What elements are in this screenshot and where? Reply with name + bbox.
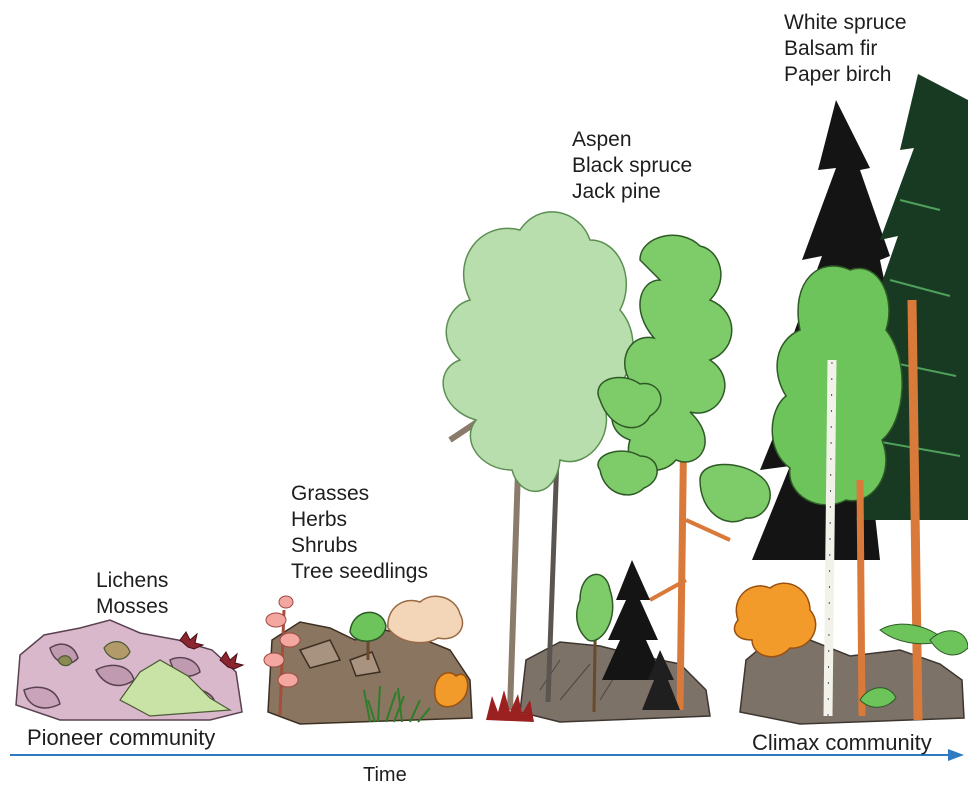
stage-1-species: Lichens (96, 568, 168, 594)
stage-4-species-list: White spruce Balsam fir Paper birch (784, 10, 907, 88)
stage-2-species: Tree seedlings (291, 559, 428, 585)
stage-3-species: Aspen (572, 127, 692, 153)
stage-3-species-list: Aspen Black spruce Jack pine (572, 127, 692, 205)
stage-3-species: Black spruce (572, 153, 692, 179)
autumn-shrub (734, 583, 815, 656)
climax-community-label: Climax community (752, 730, 932, 756)
tan-shrub (388, 596, 463, 642)
stage-2-species: Grasses (291, 481, 428, 507)
stage-1-species: Mosses (96, 594, 168, 620)
stage-4-species: White spruce (784, 10, 907, 36)
stage-4-species: Balsam fir (784, 36, 907, 62)
stage-2-species: Herbs (291, 507, 428, 533)
pioneer-community-label: Pioneer community (27, 725, 215, 751)
stage-2-species-list: Grasses Herbs Shrubs Tree seedlings (291, 481, 428, 585)
stage-4-species: Paper birch (784, 62, 907, 88)
stage-1-species-list: Lichens Mosses (96, 568, 168, 620)
stage-3-species: Jack pine (572, 179, 692, 205)
stage-2-species: Shrubs (291, 533, 428, 559)
time-axis-label: Time (363, 764, 407, 787)
